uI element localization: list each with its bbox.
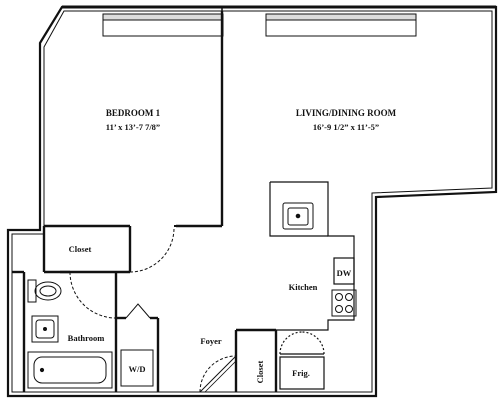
sink-icon — [282, 202, 314, 230]
vanity-sink-icon — [31, 315, 59, 343]
bathroom-door — [69, 271, 117, 319]
entry-door — [199, 355, 237, 393]
wd-doors — [120, 303, 154, 387]
bathtub-icon — [27, 351, 113, 389]
kitchen-counters — [269, 181, 355, 331]
exterior-walls — [6, 5, 498, 398]
stove-icon — [331, 289, 357, 317]
interior-walls — [12, 11, 278, 392]
living-dimensions: 16’-9 1/2” x 11’-5” — [313, 122, 379, 132]
toilet-icon — [27, 279, 62, 303]
fridge-label: Frig. — [292, 368, 310, 378]
fridge-icon — [279, 331, 325, 390]
foyer-closet-label: Closet — [255, 361, 265, 384]
living-name: LIVING/DINING ROOM — [296, 108, 397, 118]
bedroom-dimensions: 11’ x 13’-7 7/8” — [106, 122, 160, 132]
bedroom-closet-label: Closet — [69, 244, 92, 254]
foyer-label: Foyer — [200, 336, 221, 346]
bedroom-name: BEDROOM 1 — [106, 108, 161, 118]
bedroom-door — [129, 225, 176, 273]
bathroom-label: Bathroom — [68, 333, 105, 343]
dishwasher-label: DW — [337, 268, 352, 278]
kitchen-label: Kitchen — [289, 282, 318, 292]
washer-dryer-label: W/D — [129, 364, 146, 374]
